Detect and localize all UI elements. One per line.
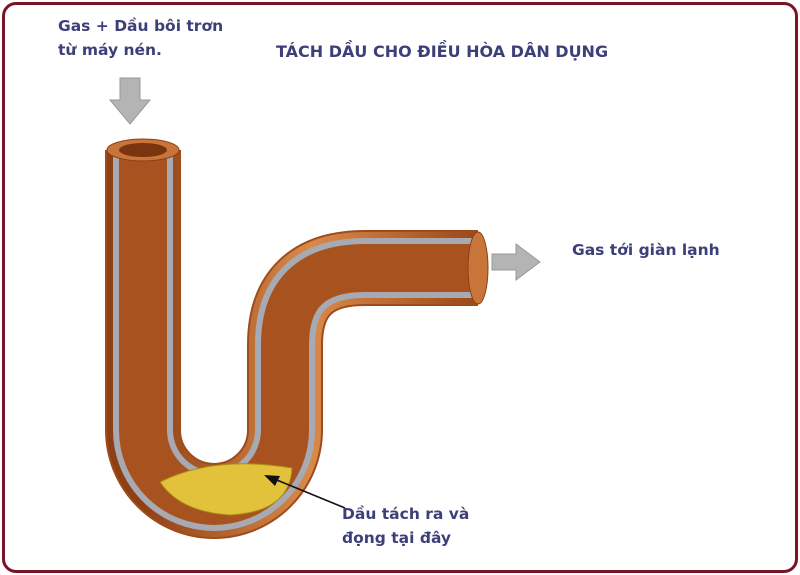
diagram-title: TÁCH DẦU CHO ĐIỀU HÒA DÂN DỤNG (276, 42, 609, 61)
oil-label-line2: đọng tại đây (342, 529, 452, 547)
inlet-label-line2: từ máy nén. (58, 41, 162, 59)
inlet-label: Gas + Dầu bôi trơn từ máy nén. (58, 14, 223, 62)
oil-pointer-arrow-icon (264, 475, 346, 509)
oil-label: Dầu tách ra và đọng tại đây (342, 502, 469, 550)
inlet-label-line1: Gas + Dầu bôi trơn (58, 17, 224, 35)
inlet-arrow-icon (108, 77, 152, 125)
outlet-arrow-icon (491, 243, 541, 281)
pipe (105, 150, 478, 539)
oil-pool (159, 463, 293, 516)
oil-label-line1: Dầu tách ra và (342, 505, 470, 523)
outlet-label: Gas tới giàn lạnh (572, 241, 720, 259)
pipe-outlet-opening (467, 231, 489, 305)
